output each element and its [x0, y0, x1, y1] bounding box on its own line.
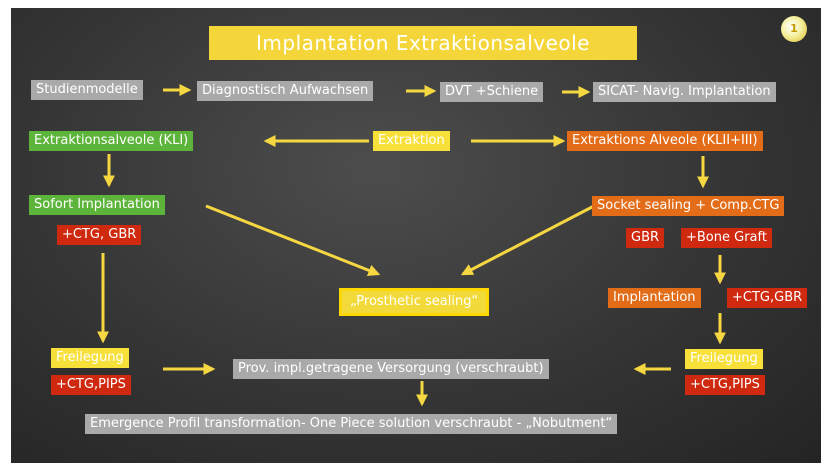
node-bone-graft: +Bone Graft — [681, 228, 772, 248]
slide-title: Implantation Extraktionsalveole — [209, 26, 637, 60]
logo-icon: 1 — [781, 16, 807, 42]
node-studienmodelle: Studienmodelle — [31, 80, 143, 100]
node-freilegung-left: Freilegung — [51, 348, 129, 368]
node-prov-versorgung: Prov. impl.getragene Versorgung (verschr… — [233, 359, 549, 379]
connector-arrows — [97, 84, 726, 407]
node-diagnostisch-aufwachsen: Diagnostisch Aufwachsen — [197, 81, 374, 101]
node-ctg-pips-left: +CTG,PIPS — [51, 375, 131, 395]
node-sicat-navig: SICAT- Navig. Implantation — [593, 82, 776, 102]
node-extraktion: Extraktion — [373, 131, 450, 151]
node-sofort-ctg-gbr: +CTG, GBR — [57, 225, 142, 245]
node-sofort-implantation: Sofort Implantation — [29, 195, 165, 215]
node-extraktionsalveole-kl1: Extraktionsalveole (KLI) — [29, 131, 194, 151]
node-prosthetic-sealing: „Prosthetic sealing“ — [339, 288, 490, 316]
node-extraktions-alveole-kl2: Extraktions Alveole (KLII+III) — [567, 131, 763, 151]
node-freilegung-right: Freilegung — [685, 349, 763, 369]
slide: Implantation Extraktionsalveole 1 Studie… — [11, 8, 821, 463]
node-socket-sealing: Socket sealing + Comp.CTG — [592, 196, 785, 216]
node-gbr: GBR — [626, 228, 665, 248]
arrow-sofort-prosthetic — [205, 204, 381, 277]
node-ctg-pips-right: +CTG,PIPS — [685, 375, 765, 395]
node-impl-ctg-gbr: +CTG,GBR — [727, 288, 808, 308]
arrow-socket-prosthetic — [460, 204, 595, 276]
node-emergence-profil: Emergence Profil transformation- One Pie… — [85, 414, 618, 434]
node-implantation: Implantation — [608, 288, 701, 308]
node-dvt-schiene: DVT +Schiene — [440, 82, 544, 102]
